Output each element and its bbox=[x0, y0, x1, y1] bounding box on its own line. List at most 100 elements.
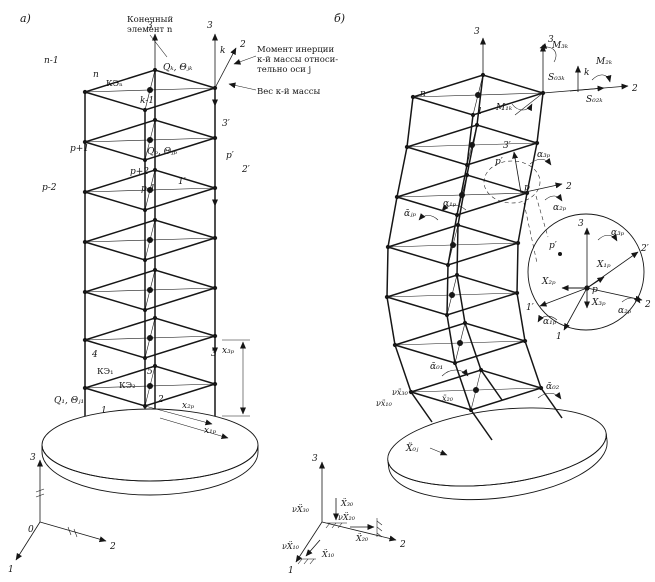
foundation-a-disk bbox=[41, 408, 259, 482]
floor-plate bbox=[408, 367, 544, 413]
dim-x1p-line bbox=[159, 417, 229, 440]
axis-1-line bbox=[15, 521, 41, 561]
axes-a bbox=[15, 459, 107, 561]
axis-2-label: 2 bbox=[631, 84, 638, 94]
moment-2k-arrow bbox=[591, 74, 612, 83]
leader-moment bbox=[233, 55, 257, 65]
alpha-02-arrow bbox=[537, 391, 562, 400]
axis-1-label: 1 bbox=[288, 566, 294, 576]
foundation-b bbox=[387, 407, 608, 501]
column-front bbox=[446, 114, 493, 441]
detail-axis-2-label: 2 bbox=[644, 300, 651, 310]
detail-label-alpha-1p: α₁ₚ bbox=[543, 317, 557, 327]
ground-hatch-icon bbox=[376, 518, 383, 538]
label-1-prime: 1′ bbox=[178, 177, 186, 187]
floor-plate bbox=[384, 272, 520, 318]
label-node-1: 1 bbox=[477, 107, 483, 117]
floor-plate bbox=[82, 315, 218, 361]
moment-1k-arrow bbox=[511, 103, 533, 112]
floor-plate bbox=[82, 267, 218, 313]
alpha-2p-arrow bbox=[544, 193, 563, 202]
floor-plate bbox=[385, 222, 521, 268]
label-ke-n: КЭₙ bbox=[106, 79, 123, 89]
foundation-b-wall bbox=[387, 433, 608, 501]
axis-3-label: 3 bbox=[207, 21, 213, 31]
label-k-minus-1: k-1 bbox=[140, 96, 154, 106]
label-p-plus-1: p+1 bbox=[70, 144, 89, 154]
label-3-prime: 3′ bbox=[222, 119, 230, 129]
panel-a: а) bbox=[8, 12, 338, 575]
label-q1-theta: Q₁, Θⱼ₁ bbox=[54, 396, 84, 406]
label-node-5: 5 bbox=[147, 367, 153, 377]
label-alpha-01: ᾱ₀₁ bbox=[430, 362, 443, 372]
label-X20: Ẍ₂₀ bbox=[355, 534, 369, 543]
label-alpha-2p: α₂ₚ bbox=[553, 203, 567, 213]
axis-3-label: 3 bbox=[147, 21, 153, 31]
detail-axis-1-label: 1 bbox=[556, 332, 562, 342]
axis-3-label: 3 bbox=[548, 35, 554, 45]
column-right bbox=[516, 92, 563, 419]
label-nu-X20: νẌ₂₀ bbox=[338, 513, 356, 522]
label-ke-2: КЭ₂ bbox=[119, 381, 136, 391]
label-p: p bbox=[524, 183, 530, 193]
label-n: n bbox=[420, 89, 426, 99]
section-p-b bbox=[418, 151, 563, 264]
axis-origin-label: 0 bbox=[28, 525, 34, 535]
axis-3prime-line bbox=[512, 151, 522, 194]
annotation-weight: Вес к-й массы bbox=[257, 87, 320, 97]
label-nu-x10: νẍ₁₀ bbox=[376, 399, 393, 408]
axis-tick bbox=[35, 493, 45, 498]
detail-link-line bbox=[523, 202, 538, 264]
alpha-01-arrow bbox=[441, 369, 469, 377]
axis-3-label: 3 bbox=[474, 27, 480, 37]
panel-a-label: а) bbox=[20, 12, 31, 25]
axis-2-label: 2 bbox=[399, 540, 406, 550]
ground-hatch-icon bbox=[325, 522, 347, 529]
label-nu-X30: νẌ₃₀ bbox=[292, 505, 310, 514]
detail-circle bbox=[527, 213, 645, 331]
detail-label-x2p: X₂ₚ bbox=[541, 277, 556, 287]
column-back bbox=[456, 74, 503, 401]
annotation-moment-3: тельно оси j bbox=[257, 65, 311, 75]
label-alpha-3p: α₃ₚ bbox=[537, 150, 551, 160]
alpha-3p-arrow bbox=[597, 233, 618, 242]
ground-hatch-icon bbox=[297, 558, 316, 565]
label-3-prime: 3′ bbox=[503, 141, 511, 151]
axis-1-line bbox=[514, 92, 544, 116]
alpha-1p-arrow bbox=[441, 204, 467, 212]
detail-label-x1p: X₁ₚ bbox=[596, 260, 611, 270]
leader-weight bbox=[228, 82, 257, 91]
label-x2p: x₂ₚ bbox=[182, 401, 195, 411]
annotation-moment-1: Момент инерции bbox=[257, 45, 334, 55]
floor-plate bbox=[392, 320, 528, 366]
detail-circle-outline bbox=[527, 213, 645, 331]
detail-source-ellipse bbox=[483, 160, 541, 204]
axis-2-label: 2 bbox=[109, 542, 116, 552]
axes-top-a bbox=[152, 33, 237, 355]
axis-2-label: 2 bbox=[565, 182, 572, 192]
detail-label-alpha-3p: α₃ₚ bbox=[611, 228, 625, 238]
label-nu-X10: νẌ₁₀ bbox=[282, 542, 300, 551]
alpha-jp-arrow bbox=[418, 213, 439, 221]
detail-label-x3p: X₃ₚ bbox=[591, 298, 606, 308]
foundation-a bbox=[41, 408, 259, 496]
panel-b-label: б) bbox=[334, 12, 345, 25]
annotation-finite-element-2: элемент n bbox=[127, 25, 173, 35]
axis-2-label: 2 bbox=[239, 40, 246, 50]
detail-label-p-prime: p′ bbox=[549, 241, 557, 251]
label-X30: Ẍ₃₀ bbox=[340, 499, 354, 508]
axis-3-label: 3 bbox=[312, 454, 318, 464]
axis-1-line bbox=[563, 287, 588, 331]
annotation-moment-2: к-й массы относи- bbox=[257, 55, 338, 65]
axis-tick bbox=[73, 528, 78, 538]
tower-b bbox=[384, 72, 563, 441]
foundation-b-disk bbox=[387, 407, 607, 487]
label-k: k bbox=[220, 46, 225, 56]
label-node-1: 1 bbox=[101, 406, 107, 416]
detail-link-line bbox=[535, 195, 549, 238]
column-left bbox=[386, 96, 433, 423]
label-p-plus-2: p+2 bbox=[130, 167, 149, 177]
detail-label-alpha-2p: α₂ₚ bbox=[618, 306, 632, 316]
label-x0j: Ẍ₀ⱼ bbox=[405, 442, 419, 454]
